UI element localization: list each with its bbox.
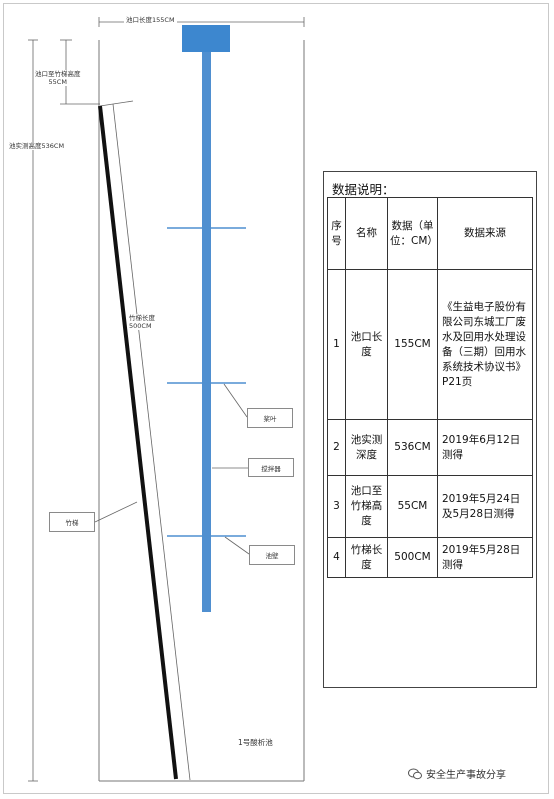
row-index: 4 [327, 537, 346, 578]
header-name: 名称 [345, 197, 388, 270]
table-row: 1 池口长度 155CM 《生益电子股份有限公司东城工厂废水及回用水处理设备（三… [327, 269, 533, 420]
row-index: 3 [327, 475, 346, 538]
data-table: 序号 名称 数据（单位：CM） 数据来源 1 池口长度 155CM 《生益电子股… [327, 197, 533, 578]
row-index: 2 [327, 419, 346, 476]
row-name: 池口长度 [345, 269, 388, 420]
stirrer-motor [182, 25, 230, 52]
row-source: 2019年6月12日测得 [437, 419, 533, 476]
stirrer-shaft [202, 52, 211, 612]
row-value: 536CM [387, 419, 438, 476]
ladder-callout: 竹梯 [49, 512, 95, 532]
panel-title: 数据说明： [332, 182, 395, 197]
ladder-length-label-text: 竹梯长度 500CM [129, 314, 155, 330]
row-name: 竹梯长度 [345, 537, 388, 578]
row-value: 155CM [387, 269, 438, 420]
row-source: 2019年5月28日测得 [437, 537, 533, 578]
watermark-text: 安全生产事故分享 [426, 770, 506, 781]
watermark: 安全生产事故分享 [408, 766, 506, 781]
ladder-dimension-line [112, 103, 191, 781]
pool-width-label: 池口长度155CM [124, 16, 177, 24]
row-index: 1 [327, 269, 346, 420]
header-source: 数据来源 [437, 197, 533, 270]
row-name: 池口至竹梯高度 [345, 475, 388, 538]
pool-depth-label: 池实测高度536CM [9, 142, 65, 150]
pool-name-label: 1号酸析池 [238, 738, 273, 747]
row-name: 池实测深度 [345, 419, 388, 476]
rim-height-label: 池口至竹梯高度 55CM [35, 70, 81, 86]
ladder-length-label: 竹梯长度 500CM [129, 314, 155, 330]
row-source: 2019年5月24日及5月28日测得 [437, 475, 533, 538]
row-source: 《生益电子股份有限公司东城工厂废水及回用水处理设备（三期）回用水系统技术协议书》… [437, 269, 533, 420]
page-frame [3, 3, 549, 794]
wall-callout: 池壁 [249, 545, 295, 565]
stirrer-callout: 搅拌器 [248, 458, 294, 477]
header-value: 数据（单位：CM） [387, 197, 438, 270]
row-value: 55CM [387, 475, 438, 538]
rim-height-label-text: 池口至竹梯高度 55CM [35, 70, 81, 86]
blade-callout: 桨叶 [247, 408, 293, 428]
table-row: 2 池实测深度 536CM 2019年6月12日测得 [327, 419, 533, 476]
header-index: 序号 [327, 197, 346, 270]
data-description-panel: 数据说明： 序号 名称 数据（单位：CM） 数据来源 1 池口长度 155CM … [323, 171, 537, 688]
table-row: 4 竹梯长度 500CM 2019年5月28日测得 [327, 537, 533, 578]
row-value: 500CM [387, 537, 438, 578]
table-row: 3 池口至竹梯高度 55CM 2019年5月24日及5月28日测得 [327, 475, 533, 538]
wechat-icon [408, 768, 422, 780]
bamboo-ladder [98, 105, 178, 780]
table-header-row: 序号 名称 数据（单位：CM） 数据来源 [327, 197, 533, 270]
